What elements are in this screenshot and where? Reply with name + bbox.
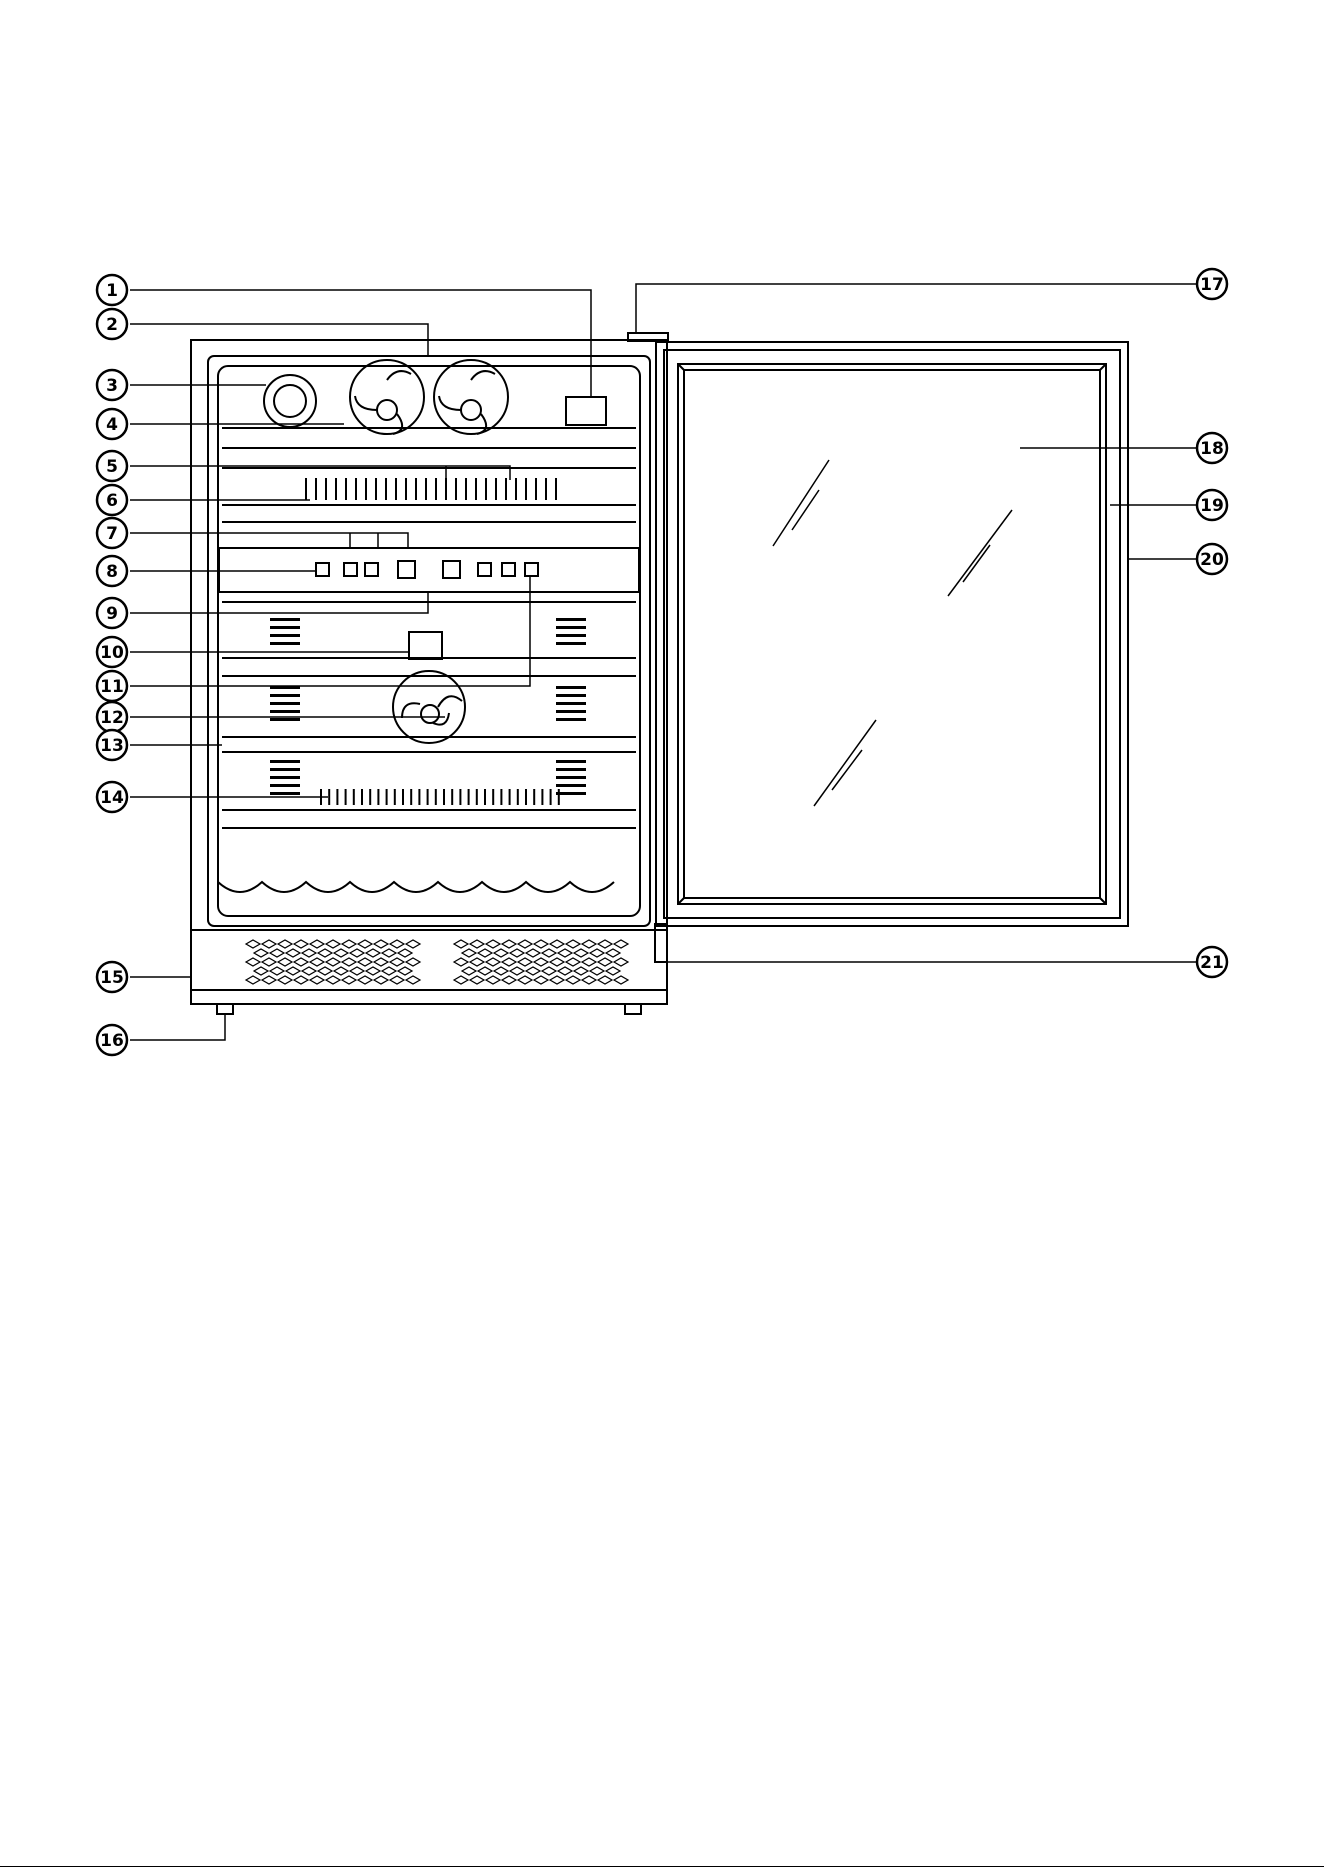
shelf-vents-bottom bbox=[320, 789, 560, 805]
fan-right-icon bbox=[434, 360, 508, 434]
callout-4: 4 bbox=[97, 409, 127, 439]
callout-label: 1 bbox=[106, 281, 118, 301]
door-frame bbox=[656, 342, 1128, 926]
callout-label: 14 bbox=[100, 788, 124, 808]
callout-9: 9 bbox=[97, 598, 127, 628]
sensor-grille-icon bbox=[264, 375, 316, 427]
callout-label: 10 bbox=[100, 643, 124, 663]
lower-button-icon bbox=[365, 563, 378, 576]
cabinet-inner-frame bbox=[208, 356, 650, 926]
callout-label: 19 bbox=[1200, 496, 1224, 516]
callout-label: 16 bbox=[100, 1031, 124, 1051]
callout-label: 20 bbox=[1200, 550, 1224, 570]
callout-label: 13 bbox=[100, 736, 124, 756]
callout-label: 9 bbox=[106, 604, 118, 624]
callout-14: 14 bbox=[97, 782, 127, 812]
callout-21: 21 bbox=[1197, 947, 1227, 977]
callout-5: 5 bbox=[97, 451, 127, 481]
callout-10: 10 bbox=[97, 637, 127, 667]
side-vents bbox=[270, 618, 586, 795]
bottle-rack bbox=[218, 882, 614, 892]
down-button-icon bbox=[502, 563, 515, 576]
door-glass bbox=[684, 370, 1100, 898]
control-panel bbox=[219, 548, 639, 592]
display-left-icon bbox=[398, 561, 415, 578]
callout-6: 6 bbox=[97, 485, 127, 515]
callout-11: 11 bbox=[97, 671, 127, 701]
callout-13: 13 bbox=[97, 730, 127, 760]
callout-label: 18 bbox=[1200, 439, 1224, 459]
callout-16: 16 bbox=[97, 1025, 127, 1055]
power-button-icon bbox=[316, 563, 329, 576]
callout-1: 1 bbox=[97, 275, 127, 305]
callout-12: 12 bbox=[97, 702, 127, 732]
callout-8: 8 bbox=[97, 556, 127, 586]
display-right-icon bbox=[443, 561, 460, 578]
up-button-icon bbox=[478, 563, 491, 576]
callout-15: 15 bbox=[97, 962, 127, 992]
callout-20: 20 bbox=[1197, 544, 1227, 574]
middle-light-icon bbox=[409, 632, 442, 659]
callout-label: 4 bbox=[106, 415, 118, 435]
callout-label: 7 bbox=[106, 524, 118, 544]
shelf-vents-top bbox=[305, 478, 557, 500]
callout-3: 3 bbox=[97, 370, 127, 400]
base-grille bbox=[246, 940, 628, 984]
callout-label: 12 bbox=[100, 708, 124, 728]
callout-label: 11 bbox=[100, 677, 124, 697]
top-light-icon bbox=[566, 397, 606, 425]
right-foot bbox=[625, 1004, 641, 1014]
callout-label: 21 bbox=[1200, 953, 1224, 973]
callout-2: 2 bbox=[97, 309, 127, 339]
callout-label: 15 bbox=[100, 968, 124, 988]
callout-label: 2 bbox=[106, 315, 118, 335]
callout-17: 17 bbox=[1197, 269, 1227, 299]
fan-left-icon bbox=[350, 360, 424, 434]
door-gasket bbox=[664, 350, 1120, 918]
callout-label: 8 bbox=[106, 562, 118, 582]
callout-7: 7 bbox=[97, 518, 127, 548]
callout-label: 3 bbox=[106, 376, 118, 396]
callout-18: 18 bbox=[1197, 433, 1227, 463]
callout-label: 5 bbox=[106, 457, 118, 477]
callout-19: 19 bbox=[1197, 490, 1227, 520]
light-button-icon bbox=[344, 563, 357, 576]
unit-button-icon bbox=[525, 563, 538, 576]
left-foot bbox=[217, 1004, 233, 1014]
callout-label: 6 bbox=[106, 491, 118, 511]
callout-label: 17 bbox=[1200, 275, 1224, 295]
